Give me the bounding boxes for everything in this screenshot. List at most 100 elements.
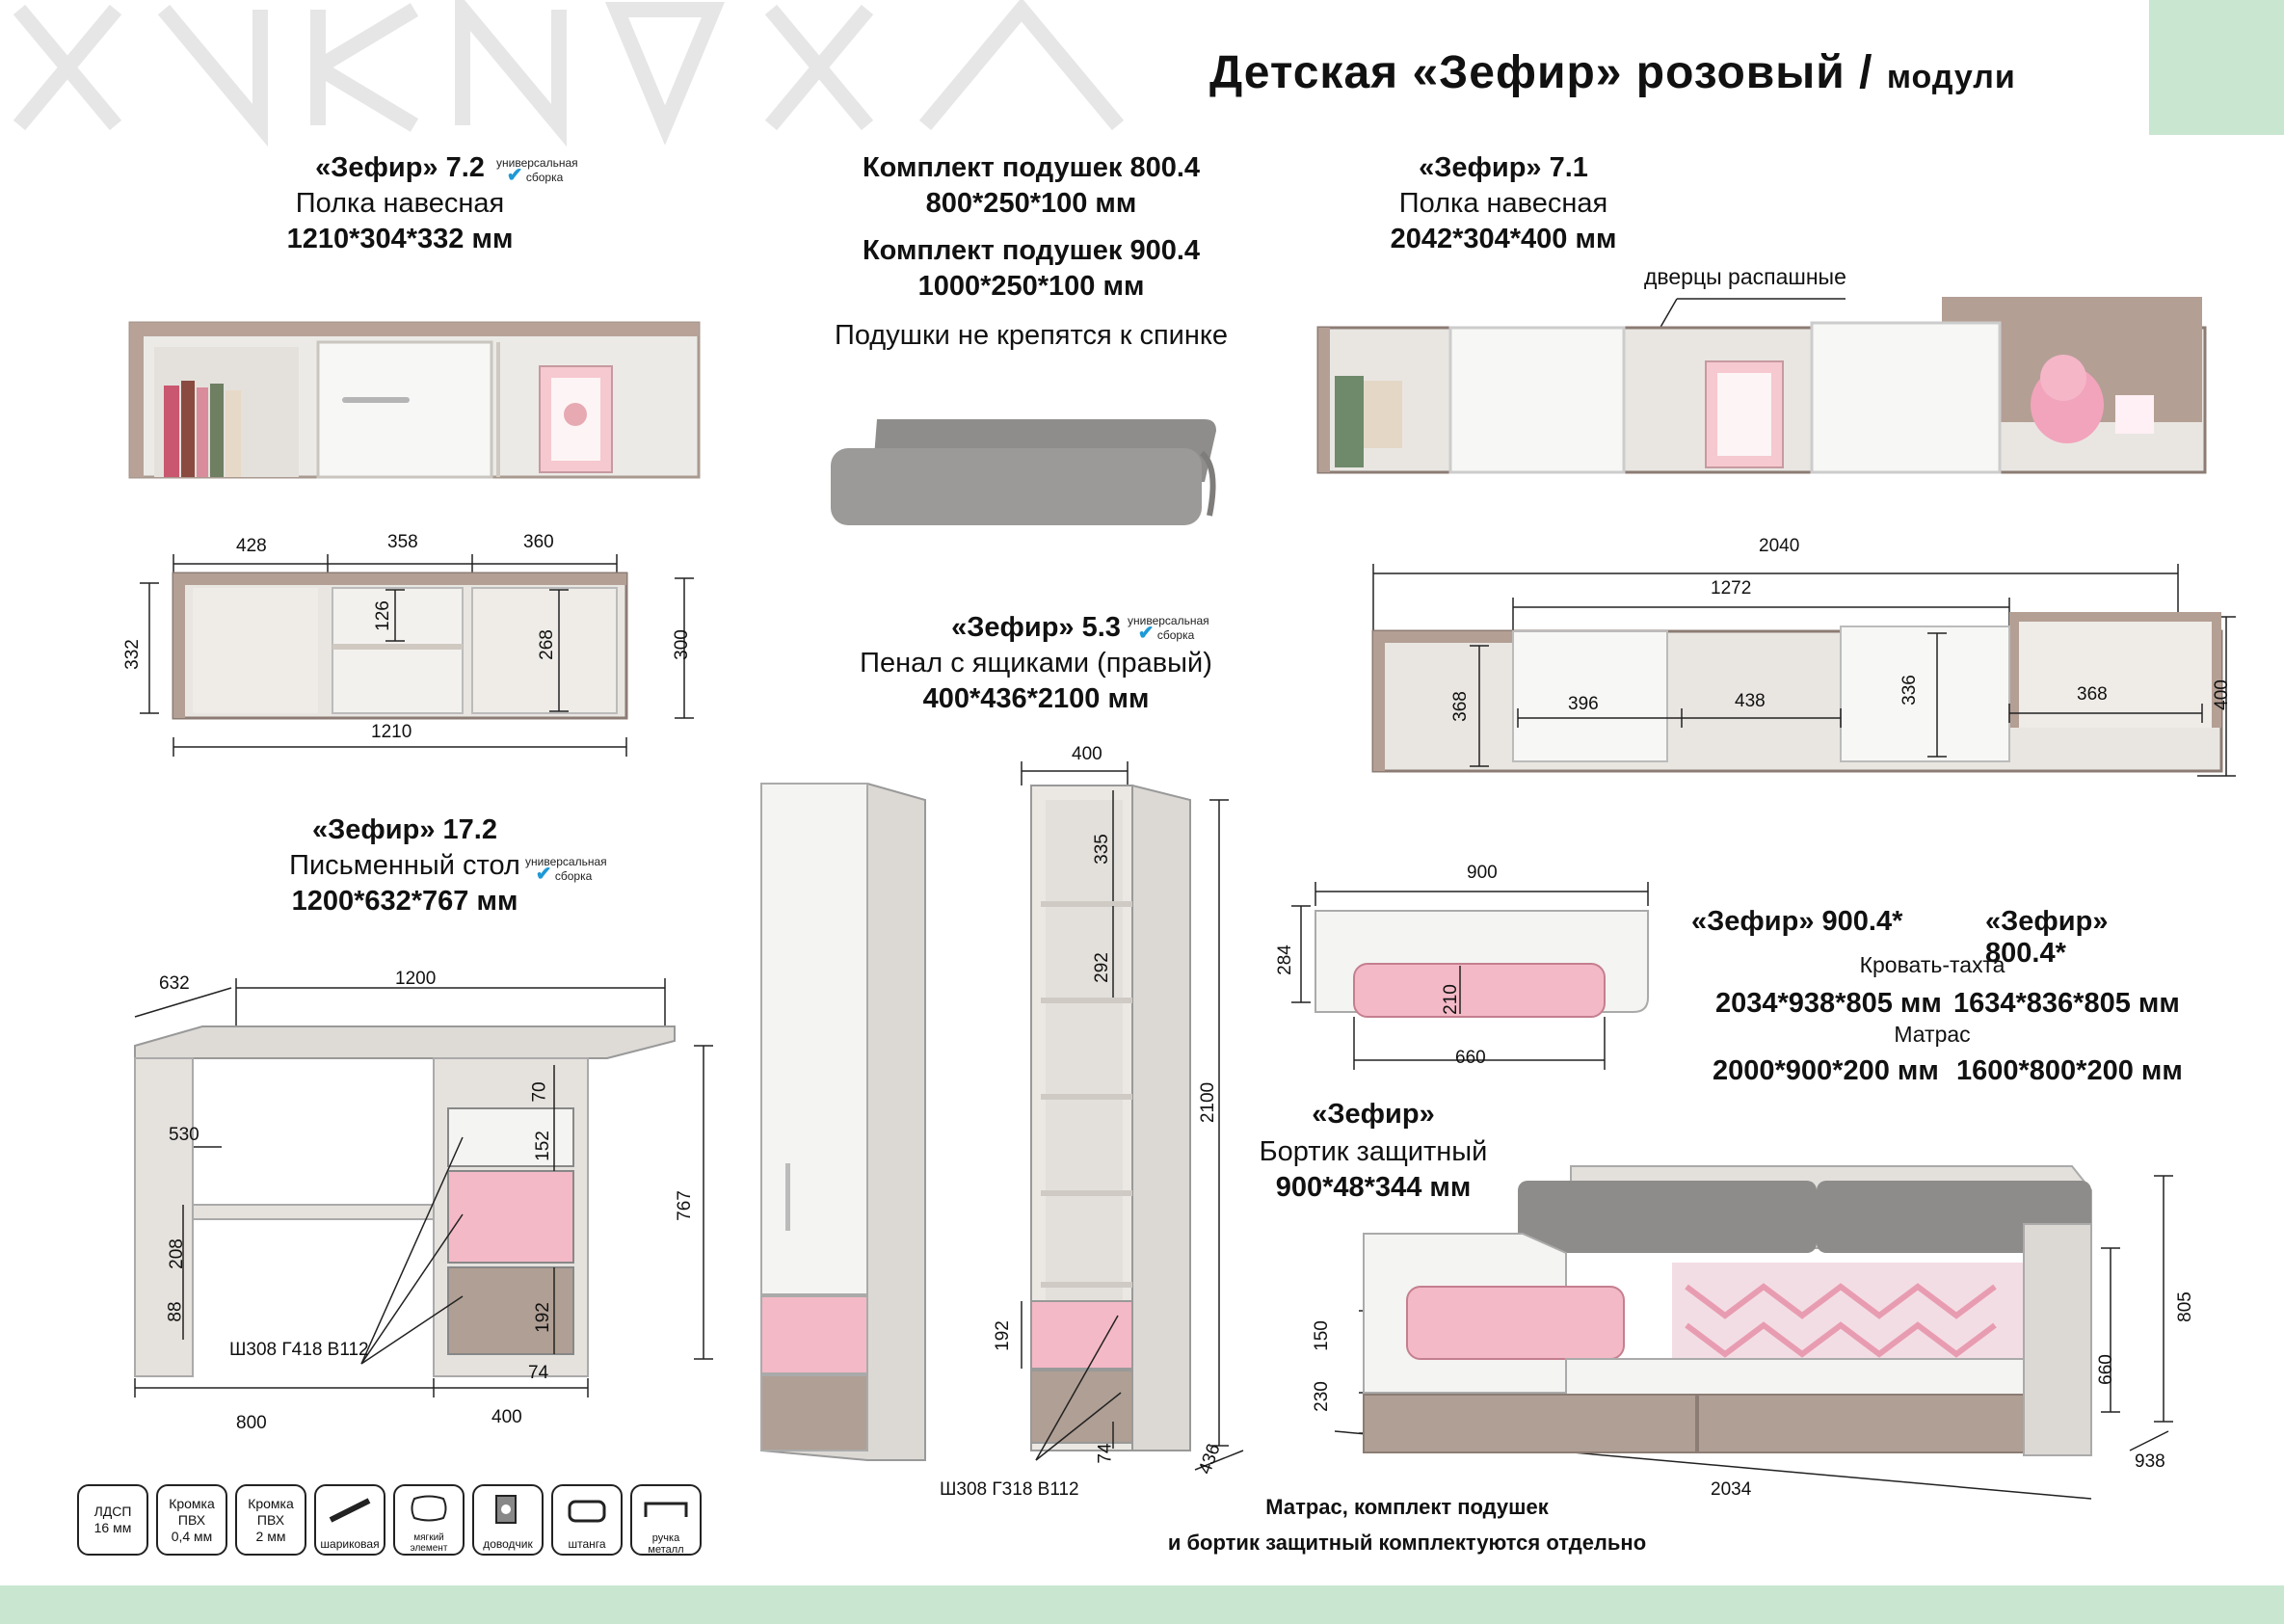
pillows-note: Подушки не крепятся к спинке [834,320,1229,351]
badge-line2: сборка [525,171,564,184]
shelf71-type: Полка навесная [1398,188,1608,219]
bed-dim-230: 230 [1311,1381,1332,1412]
desk-dim-1200: 1200 [395,969,437,989]
guard-size: 900*48*344 мм [1275,1172,1472,1203]
pencil-badge-line1: универсальная [1128,614,1209,627]
shelf71-dim-438: 438 [1735,691,1766,711]
edge-2-label: Кромка ПВХ 2 мм [248,1495,294,1544]
metal-handle-caption: ручка металл [648,1532,684,1556]
bed-model-900: «Зефир» 900.4* [1691,906,1903,937]
shelf71-name: «Зефир» 7.1 [1419,152,1588,183]
desk-assembly-badge: универсальная ✔ сборка [525,855,607,885]
pencil-photo [760,783,926,1461]
desk-dim-767: 767 [674,1190,695,1221]
shelf72-dim-126: 126 [372,600,393,631]
chipboard-icon: ЛДСП 16 мм [77,1484,148,1556]
desk-dim-88: 88 [165,1301,186,1322]
pencil-assembly-badge: универсальная ✔ сборка [1128,614,1209,644]
shelf72-drawing [140,554,694,757]
bed-label: Кровать-тахта [1859,952,2005,977]
desk-dim-800: 800 [236,1413,267,1433]
shelf72-dim-268: 268 [536,629,557,660]
shelf71-drawing [1371,564,2236,777]
delivery-note: Матрас, комплект подушек и бортик защитн… [1166,1489,1648,1560]
desk-dim-152: 152 [532,1131,553,1161]
bed-dim-805: 805 [2174,1291,2195,1322]
metal-handle-icon [630,1484,702,1556]
ball-slide-caption: шариковая [320,1537,380,1551]
shelf71-callout: дверцы распашные [1644,264,1846,289]
title-sub: модули [1886,59,2016,95]
bed-dim-660: 660 [2095,1354,2116,1385]
shelf72-dim-360: 360 [523,532,554,552]
rail-dim-210: 210 [1440,984,1461,1015]
desk-dim-70: 70 [529,1081,550,1103]
edge-04-icon: Кромка ПВХ 0,4 мм [156,1484,227,1556]
note-line2: и бортик защитный комплектуются отдельно [1167,1531,1647,1555]
mattress-label: Матрас [1894,1022,1971,1047]
check-icon: ✔ [506,165,523,186]
bed-dim-150: 150 [1311,1320,1332,1351]
shelf71-dim-1272: 1272 [1711,578,1752,599]
guard-type: Бортик защитный [1259,1136,1488,1167]
shelf72-caption: «Зефир» 7.2 Полка навесная 1210*304*332 … [270,152,530,255]
pillows-set1-name: Комплект подушек 800.4 [862,152,1201,183]
feature-icons: ЛДСП 16 мм Кромка ПВХ 0,4 мм Кромка ПВХ … [77,1484,752,1571]
shelf71-photo [1316,297,2207,474]
pencil-size: 400*436*2100 мм [922,683,1150,714]
pencil-slide-spec: Ш308 Г318 В112 [940,1479,1079,1500]
pencil-dim-74: 74 [1095,1443,1116,1464]
edge-04-label: Кромка ПВХ 0,4 мм [169,1495,215,1544]
bottom-band [0,1585,2284,1624]
desk-dim-632: 632 [159,973,190,994]
guard-caption: «Зефир» Бортик защитный 900*48*344 мм [1243,1099,1503,1204]
bed-dim-2034: 2034 [1711,1479,1752,1500]
edge-2-icon: Кромка ПВХ 2 мм [235,1484,306,1556]
pillows-set1-size: 800*250*100 мм [925,188,1137,219]
header-pattern [13,0,1125,147]
shelf72-type: Полка навесная [295,188,505,219]
bed-size-800: 1634*836*805 мм [1953,988,2180,1019]
rail-dim-284: 284 [1274,945,1295,975]
header-accent [2149,0,2284,135]
rail-dim-660: 660 [1455,1048,1486,1068]
rod-caption: штанга [568,1537,606,1551]
shelf71-caption: «Зефир» 7.1 Полка навесная 2042*304*400 … [1368,152,1638,255]
pencil-dim-400: 400 [1072,744,1102,764]
door-closer-caption: доводчик [483,1537,533,1551]
shelf71-dim-400: 400 [2211,679,2232,710]
pencil-check-icon: ✔ [1137,623,1155,644]
guard-name: «Зефир» [1312,1099,1435,1130]
desk-dim-192: 192 [532,1302,553,1333]
desk-badge-line1: универсальная [525,855,607,868]
pencil-dim-192: 192 [992,1320,1013,1351]
desk-caption: «Зефир» 17.2 Письменный стол 1200*632*76… [270,814,540,918]
desk-slide-spec: Ш308 Г418 В112 [229,1340,369,1360]
shelf72-name: «Зефир» 7.2 [315,152,485,183]
pencil-drawing [1021,761,1244,1471]
ball-slide-icon [314,1484,385,1556]
shelf71-dim-2040: 2040 [1759,536,1800,556]
pillows-set2-name: Комплект подушек 900.4 [862,235,1201,266]
rail-drawing [1291,882,1649,1070]
mattress-size-800: 1600*800*200 мм [1956,1055,2183,1086]
desk-dim-530: 530 [169,1125,199,1145]
chipboard-label: ЛДСП 16 мм [93,1504,132,1535]
mattress-size-900: 2000*900*200 мм [1713,1055,1939,1086]
page-title: Детская «Зефир» розовый / модули [1209,46,2016,99]
desk-type: Письменный стол [289,850,520,881]
pencil-type: Пенал с ящиками (правый) [860,648,1212,679]
pencil-caption: «Зефир» 5.3 Пенал с ящиками (правый) 400… [858,612,1214,715]
badge-line1: универсальная [496,156,578,170]
shelf72-dim-428: 428 [236,536,267,556]
shelf71-dim-368-left: 368 [1449,691,1471,722]
desk-name: «Зефир» 17.2 [312,814,497,845]
shelf72-dim-332: 332 [121,639,143,670]
bed-model-800: «Зефир» 800.4* [1985,906,2109,969]
desk-dim-400: 400 [491,1407,522,1427]
desk-dim-208: 208 [166,1238,187,1269]
shelf72-photo [128,321,701,479]
bed-drawing [1334,1165,2173,1500]
bed-dim-938: 938 [2135,1451,2165,1472]
pencil-dim-335: 335 [1091,834,1112,865]
